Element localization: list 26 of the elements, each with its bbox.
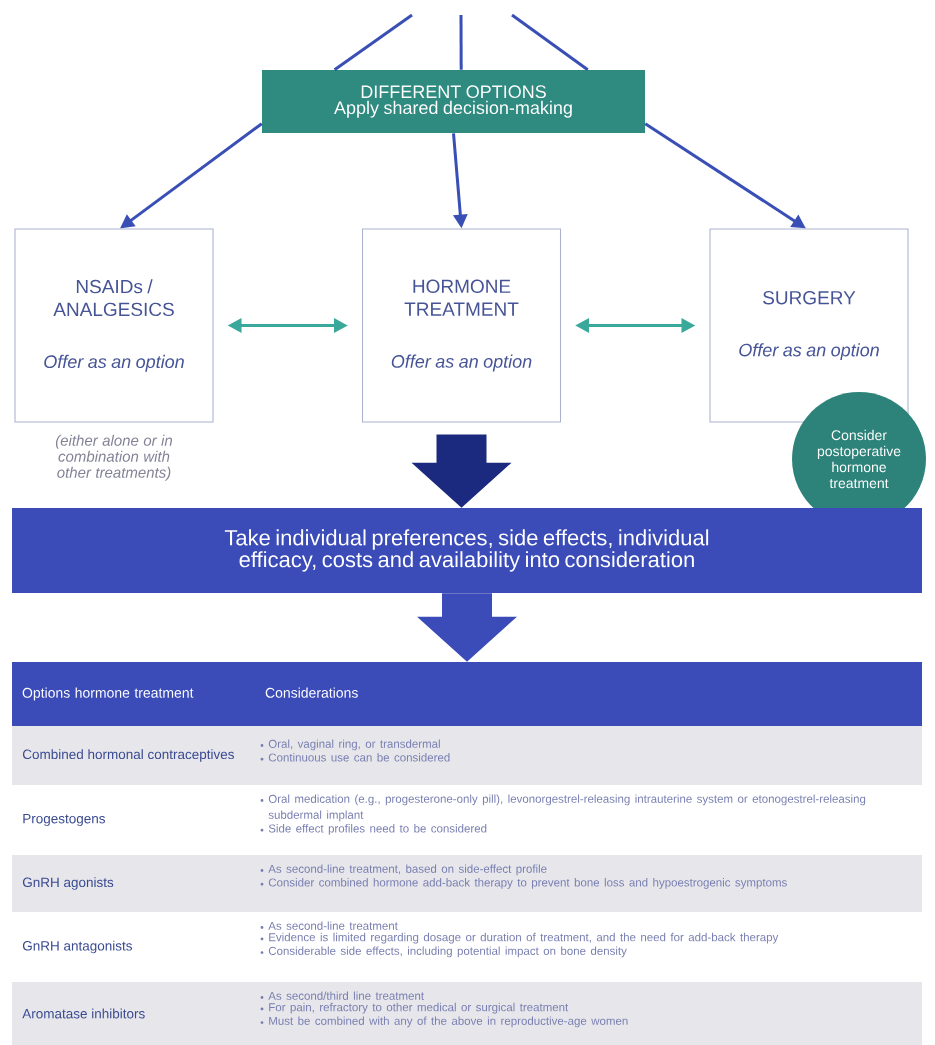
note-text: (either alone or in combination with other treatments) — [55, 434, 173, 481]
consideration-banner: Take individual preferences, side effects, individual efficacy, costs and availability into consideration — [12, 508, 922, 593]
block-arrow — [411, 434, 512, 508]
bullet-text: As second-line treatment — [268, 921, 398, 930]
options-box: DIFFERENT OPTIONS Apply shared decision-making — [262, 70, 645, 133]
bullet-text: For pain, refractory to other medical or surgical treatment — [269, 1002, 569, 1014]
table-cell-text: GnRH antagonists — [22, 940, 132, 954]
table-cell-text: GnRH agonists — [22, 877, 114, 890]
bullet-text: As second-line treatment, based on side-effect profile — [268, 864, 547, 876]
bullet-text: Considerable side effects, including potential impact on bone density — [268, 946, 627, 958]
treatment-box: SURGERY Offer as an option — [709, 228, 909, 423]
bullet-text: Must be combined with any of the above in reproductive-age women — [269, 1016, 628, 1028]
bullet-text: Continuous use can be considered — [268, 753, 450, 762]
bullet-text: Side effect profiles need to be considered — [268, 824, 487, 835]
bullet-text: Oral medication (e.g., progesterone-only pill), levonorgestrel-releasing intrauterine system or etonogestrel-releasing subdermal implant — [268, 794, 866, 822]
bullet-text: Consider combined hormone add-back therapy to prevent bone loss and hypoestrogenic symptoms — [268, 878, 787, 889]
block-arrow — [417, 593, 517, 662]
table-header: Options hormone treatment Considerations — [12, 662, 922, 726]
treatment-box: HORMONE TREATMENT Offer as an option — [361, 228, 562, 423]
table-cell-text: Progestogens — [23, 813, 106, 827]
table-cell-text: Aromatase inhibitors — [22, 1008, 145, 1019]
bullet-text: Evidence is limited regarding dosage or duration of treatment, and the need for add-back therapy — [269, 932, 779, 944]
treatment-box: NSAIDs / ANALGESICS Offer as an option — [14, 228, 214, 423]
bullet-text: Oral, vaginal ring, or transdermal — [268, 739, 440, 751]
bullet-text: As second/third line treatment — [268, 991, 424, 1000]
table-cell-text: Combined hormonal contraceptives — [22, 749, 234, 762]
